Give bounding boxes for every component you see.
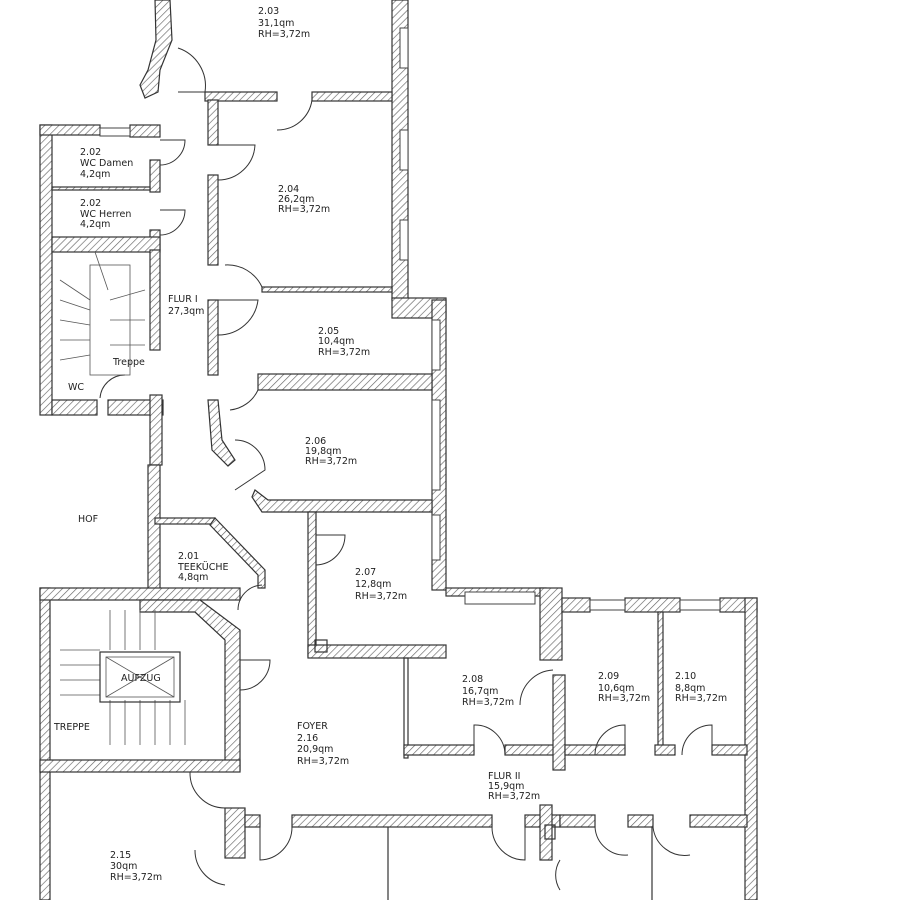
room-label-line: RH=3,72m [278, 204, 330, 215]
room-label-line: 10,6qm [598, 683, 634, 694]
room-label-line: 4,2qm [80, 219, 110, 230]
staircase-lower [60, 610, 186, 745]
room-label-line: RH=3,72m [297, 756, 349, 767]
room-label-line: 2.05 [318, 326, 339, 337]
room-label-line: 19,8qm [305, 446, 341, 457]
room-label-line: 8,8qm [675, 683, 705, 694]
stairs-label: TREPPE [53, 722, 90, 733]
room-label-line: 2.04 [278, 184, 299, 195]
room-label-line: 10,4qm [318, 336, 354, 347]
room-label-line: 2.02 [80, 198, 101, 209]
room-label-line: 27,3qm [168, 306, 204, 317]
shaft [314, 639, 328, 653]
hof-label: HOF [78, 514, 98, 525]
wc-label: WC [68, 382, 84, 393]
room-label-line: TEEKÜCHE [177, 562, 229, 573]
room-label-line: 2.09 [598, 671, 619, 682]
room-label-line: 30qm [110, 861, 137, 872]
room-label-line: 4,2qm [80, 169, 110, 180]
room-label-line: WC Herren [80, 209, 131, 220]
doors [99, 47, 713, 891]
room-label-line: 2.15 [110, 850, 131, 861]
room-label-line: RH=3,72m [305, 456, 357, 467]
room-label-line: 12,8qm [355, 579, 391, 590]
elevator [99, 651, 181, 703]
room-label-line: FOYER [297, 721, 328, 732]
room-label-line: 2.03 [258, 6, 279, 17]
room-label-line: 15,9qm [488, 781, 524, 792]
room-label-line: RH=3,72m [598, 693, 650, 704]
room-label-line: 2.02 [80, 147, 101, 158]
room-label-line: RH=3,72m [675, 693, 727, 704]
room-label-line: RH=3,72m [462, 697, 514, 708]
room-label-line: 2.16 [297, 733, 318, 744]
room-label-line: 2.08 [462, 674, 483, 685]
room-label-line: 2.06 [305, 436, 326, 447]
room-label-line: 2.01 [178, 551, 199, 562]
windows [99, 27, 721, 611]
room-label-line: WC Damen [80, 158, 133, 169]
room-label-line: FLUR I [168, 294, 198, 305]
room-label-line: 16,7qm [462, 686, 498, 697]
room-label-line: RH=3,72m [258, 29, 310, 40]
room-label-line: RH=3,72m [355, 591, 407, 602]
room-label-line: RH=3,72m [318, 347, 370, 358]
flur-1: FLUR I27,3qm [168, 294, 204, 317]
room-label-line: 31,1qm [258, 18, 294, 29]
room-label-line: RH=3,72m [488, 791, 540, 802]
room-label-line: RH=3,72m [110, 872, 162, 883]
room-label-line: 2.07 [355, 567, 376, 578]
shaft [544, 824, 556, 840]
room-label-line: 2.10 [675, 671, 696, 682]
treppe-label: Treppe [112, 357, 145, 368]
walls [39, 0, 758, 900]
room-label-line: 4,8qm [178, 572, 208, 583]
staircase-upper [59, 251, 146, 376]
room-label-line: 26,2qm [278, 194, 314, 205]
room-label-line: FLUR II [488, 771, 520, 782]
elevator-label: AUFZUG [121, 673, 161, 684]
room-label-line: 20,9qm [297, 744, 333, 755]
